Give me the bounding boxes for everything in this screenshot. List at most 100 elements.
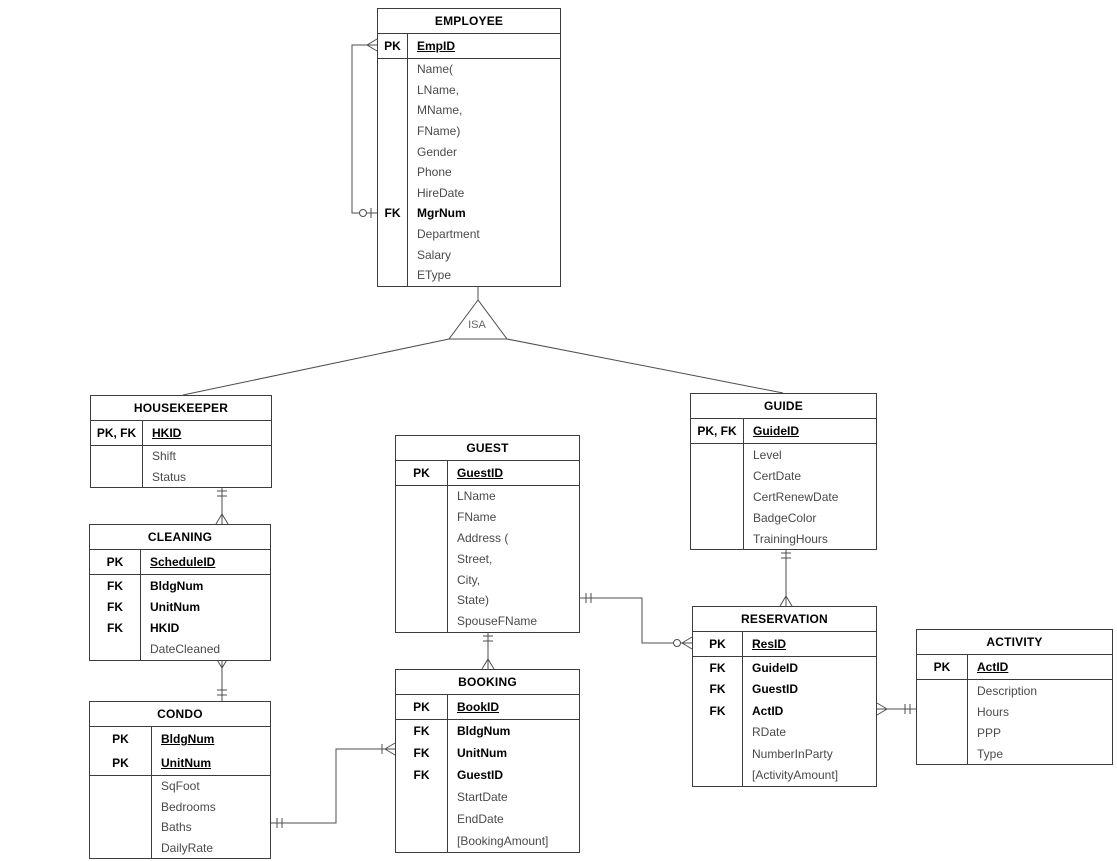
attr-label: Name( [417,62,454,77]
attr-label: HKID [150,620,180,635]
attr-label: LName, [417,82,460,97]
attr-label: City, [457,572,481,587]
attr-label: Department [417,227,480,242]
key-cell [396,589,448,611]
attr-label: Level [753,447,782,462]
key-cell [691,528,744,549]
attr-label: MgrNum [417,206,466,221]
key-cell [396,527,448,549]
connector-isa-to-guide[interactable] [506,338,784,394]
attr-label: BldgNum [161,732,215,746]
key-cell [693,743,743,765]
attr-row: Hours [917,701,1112,722]
attr-label: ScheduleID [150,555,216,569]
cardinality-marker-many [876,702,888,716]
attr-row: SpouseFName [396,610,579,632]
attr-label: SpouseFName [457,614,538,629]
marker-segment [221,513,229,525]
key-cell [917,743,968,764]
marker-segment [384,742,396,750]
attr-row: FK HKID [90,617,270,639]
marker-segment [785,595,793,607]
connector-isa-to-housekeeper[interactable] [182,338,450,396]
attr-row: [BookingAmount] [396,830,579,852]
attr-label: BookID [457,700,499,714]
key-cell [396,830,448,852]
connector-guest-to-reservation[interactable] [580,597,692,644]
attr-label: ActID [977,660,1009,674]
isa-label: ISA [468,319,486,331]
attr-row: Phone [378,161,560,183]
attr-row: FK UnitNum [396,742,579,764]
key-cell [378,244,408,265]
key-cell: FK [396,742,448,764]
attr-row: Type [917,743,1112,764]
attr-label: Description [977,683,1038,698]
attr-label: [BookingAmount] [457,834,549,848]
attr-row: Salary [378,244,560,265]
cardinality-marker-exactly-one [781,552,791,559]
attr-label: PPP [977,725,1002,740]
cardinality-marker-many [779,595,793,607]
attr-row: Level [691,444,876,465]
attr-label: BldgNum [150,578,204,593]
attr-label: LName [457,489,496,504]
attr-label: Status [152,469,187,484]
isa-triangle[interactable] [448,299,508,340]
attr-row: MName, [378,100,560,121]
cardinality-marker-exactly-one [217,689,227,696]
key-cell [90,776,152,797]
entity-title: RESERVATION [693,607,876,632]
key-cell [691,486,744,507]
attr-label: RDate [752,725,787,740]
attr-row: Bedrooms [90,796,270,817]
attr-label: UnitNum [457,746,507,760]
attr-row: Shift [91,446,271,467]
zero-circle [673,639,681,647]
key-cell [378,100,408,121]
entity-title: GUEST [396,436,579,461]
marker-segment [681,642,693,650]
entity-title: CONDO [90,702,270,727]
cardinality-marker-exactly-one [904,704,911,714]
marker-segment [481,658,489,670]
marker-segment [366,38,378,46]
key-cell: FK [693,700,743,722]
zero-circle [359,209,367,217]
attr-row: State) [396,589,579,611]
connector-condo-to-booking[interactable] [271,748,395,824]
key-cell [917,722,968,743]
attr-label: GuestID [457,466,504,480]
key-cell [378,59,408,80]
cardinality-marker-exactly-one [483,635,493,642]
key-cell [378,79,408,101]
attr-label: Phone [417,165,452,180]
cardinality-marker-exactly-one [276,818,283,828]
attr-label: ActID [752,703,784,718]
key-cell [378,120,408,142]
cardinality-marker-many [481,658,495,670]
key-cell: FK [396,720,448,742]
key-cell: FK [90,617,141,639]
